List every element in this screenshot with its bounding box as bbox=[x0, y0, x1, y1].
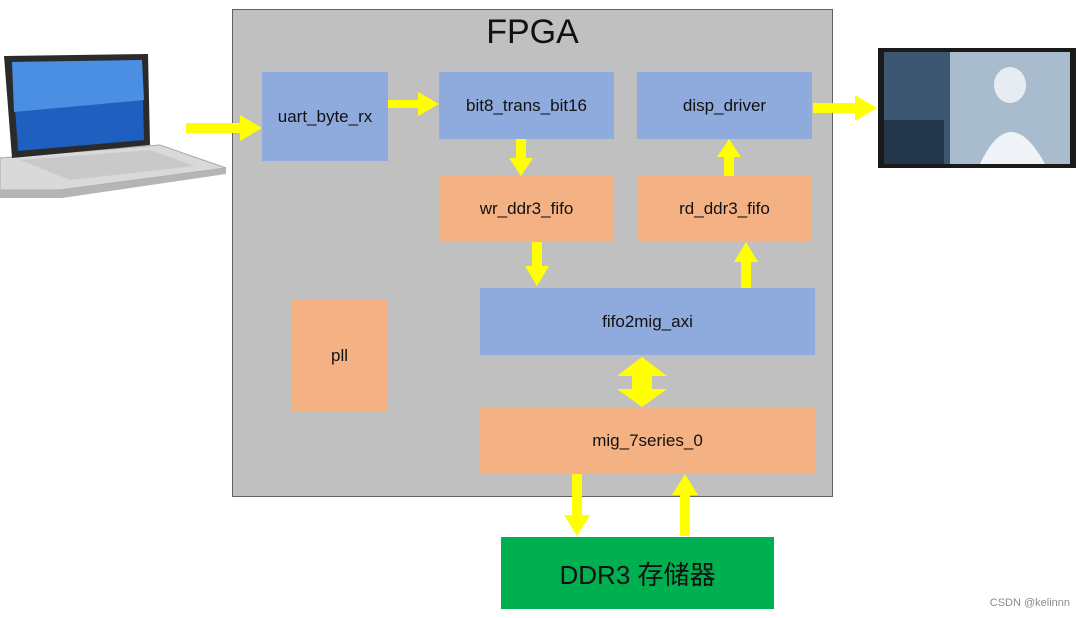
arrow-uart-to-bit8 bbox=[388, 92, 439, 116]
arrow-laptop-to-uart bbox=[186, 115, 262, 141]
fifo2mig-axi-block: fifo2mig_axi bbox=[480, 288, 815, 355]
arrow-rdfifo-to-disp bbox=[717, 139, 741, 176]
arrow-fifo2mig-to-rdfifo bbox=[734, 242, 758, 288]
disp-driver-block: disp_driver bbox=[637, 72, 812, 139]
display-photo bbox=[878, 48, 1076, 168]
uart-byte-rx-block: uart_byte_rx bbox=[262, 72, 388, 161]
arrow-disp-to-display bbox=[813, 95, 877, 121]
arrow-ddr3-to-mig bbox=[672, 474, 698, 536]
laptop-icon bbox=[0, 54, 227, 198]
wr-ddr3-fifo-block: wr_ddr3_fifo bbox=[439, 176, 614, 242]
bit8-trans-bit16-block: bit8_trans_bit16 bbox=[439, 72, 614, 139]
arrow-mig-to-ddr3 bbox=[564, 474, 590, 536]
flow-arrows bbox=[186, 92, 877, 536]
arrow-fifo2mig-mig-bidirectional bbox=[617, 357, 667, 407]
arrow-bit8-to-wrfifo bbox=[509, 139, 533, 176]
pll-block: pll bbox=[291, 300, 388, 412]
watermark: CSDN @kelinnn bbox=[989, 597, 1070, 609]
ddr3-memory-block: DDR3 存储器 bbox=[501, 537, 774, 609]
arrow-wrfifo-to-fifo2mig bbox=[525, 242, 549, 286]
mig-7series-0-block: mig_7series_0 bbox=[480, 407, 815, 474]
rd-ddr3-fifo-block: rd_ddr3_fifo bbox=[637, 176, 812, 242]
fpga-title: FPGA bbox=[486, 13, 579, 51]
